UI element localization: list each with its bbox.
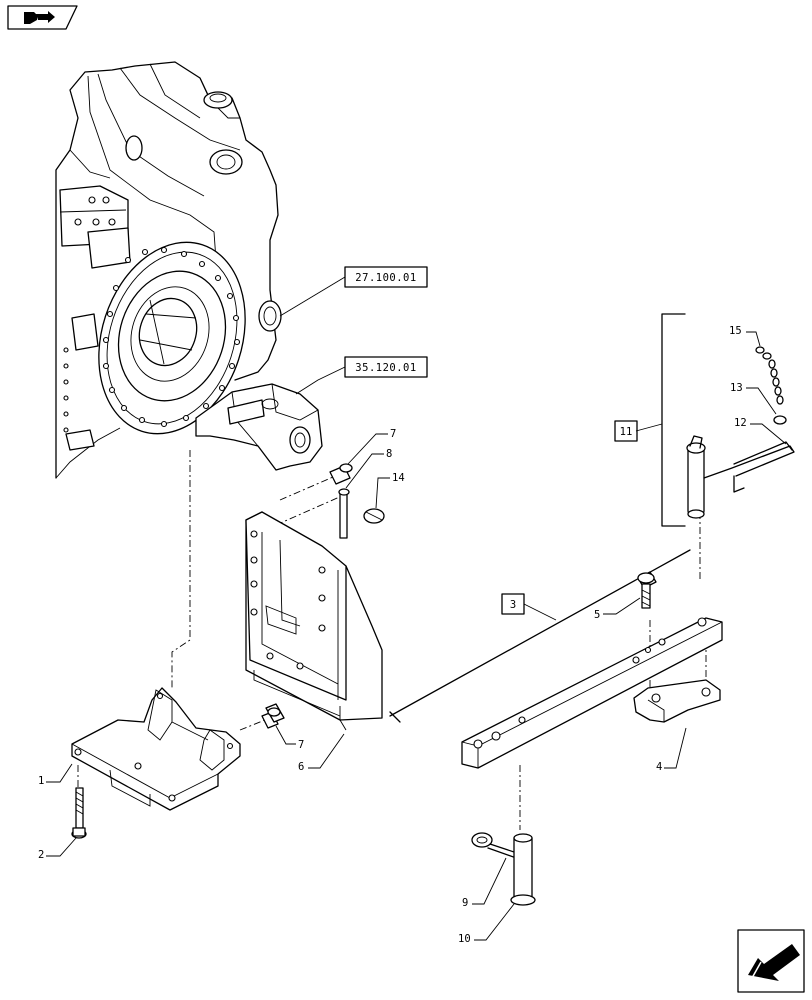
part-label-13[interactable]: 13 — [730, 382, 777, 415]
part-label-2[interactable]: 2 — [38, 837, 77, 861]
support-plate-part-6 — [245, 511, 383, 731]
svg-text:1: 1 — [38, 775, 44, 787]
svg-text:5: 5 — [594, 609, 600, 621]
part-label-7-upper[interactable]: 7 — [347, 428, 396, 465]
group-bracket-11 — [635, 313, 686, 527]
bolt-part-5 — [637, 571, 657, 609]
ring-part-13 — [773, 415, 787, 425]
svg-text:4: 4 — [656, 761, 662, 773]
part-label-9[interactable]: 9 — [462, 857, 507, 909]
ref-box-27-100-01[interactable]: 27.100.01 — [344, 266, 428, 288]
svg-text:7: 7 — [390, 428, 396, 440]
part-label-7-lower[interactable]: 7 — [275, 725, 304, 751]
tractor-housing — [55, 61, 323, 479]
book-open-arrow-icon[interactable] — [7, 5, 78, 30]
bracket-part-4 — [633, 679, 721, 723]
arrow-down-left-icon[interactable] — [737, 929, 805, 993]
pin-part-8 — [338, 488, 350, 539]
bolt-part-7-lower — [261, 703, 285, 729]
svg-text:7: 7 — [298, 739, 304, 751]
svg-text:14: 14 — [392, 472, 405, 484]
drawbar-part-3 — [461, 617, 723, 769]
group-box-3[interactable]: 3 — [501, 593, 525, 615]
part-label-12[interactable]: 12 — [734, 417, 787, 445]
ref-label-35-120-01: 35.120.01 — [355, 362, 416, 374]
group-label-3: 3 — [510, 599, 516, 611]
part-label-4[interactable]: 4 — [656, 727, 687, 773]
part-label-15[interactable]: 15 — [729, 325, 761, 347]
svg-text:8: 8 — [386, 448, 392, 460]
svg-text:6: 6 — [298, 761, 304, 773]
base-plate-part-1 — [71, 687, 241, 811]
svg-text:2: 2 — [38, 849, 44, 861]
part-label-1[interactable]: 1 — [38, 763, 73, 787]
hitch-pin-part-10 — [510, 833, 536, 906]
group-box-11[interactable]: 11 — [614, 420, 638, 442]
part-label-5[interactable]: 5 — [594, 597, 641, 621]
ref-label-27-100-01: 27.100.01 — [355, 272, 416, 284]
svg-text:10: 10 — [458, 933, 471, 945]
bolt-part-7-upper — [329, 463, 353, 485]
flange-bolt-holes — [102, 246, 241, 428]
part-label-10[interactable]: 10 — [458, 903, 515, 945]
svg-text:15: 15 — [729, 325, 742, 337]
part-label-8[interactable]: 8 — [345, 448, 392, 489]
cap-part-14 — [363, 508, 385, 524]
svg-text:12: 12 — [734, 417, 747, 429]
part-label-6[interactable]: 6 — [298, 733, 345, 773]
long-bolt-part-2 — [71, 787, 87, 839]
chain-part-15 — [755, 346, 784, 405]
svg-text:13: 13 — [730, 382, 743, 394]
group-label-11: 11 — [620, 426, 633, 438]
housing-stud-column — [63, 347, 69, 433]
svg-text:9: 9 — [462, 897, 468, 909]
part-label-14[interactable]: 14 — [375, 472, 405, 509]
ref-box-35-120-01[interactable]: 35.120.01 — [344, 356, 428, 378]
clevis-pin-part-12 — [686, 435, 795, 519]
